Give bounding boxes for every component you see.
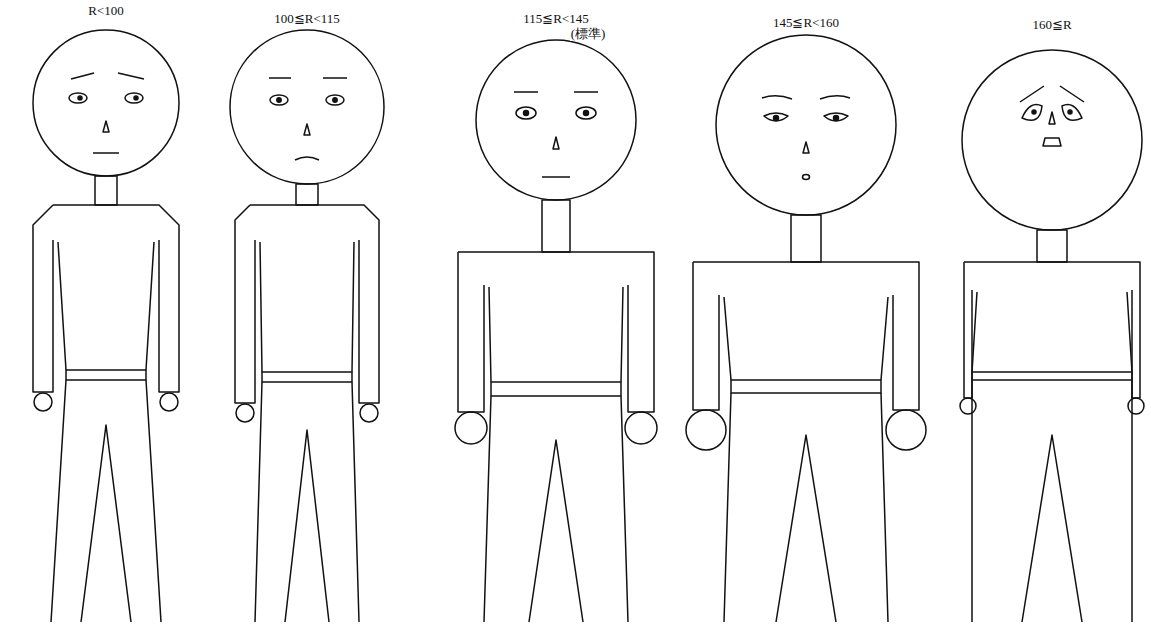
figure-obese	[960, 50, 1144, 622]
range-label: 145≦R<160	[772, 16, 840, 30]
range-label: 100≦R<115	[273, 12, 341, 26]
figure-stout	[686, 35, 926, 622]
range-label: (標準)	[570, 27, 607, 41]
figure-slim	[230, 30, 384, 622]
figure-standard	[455, 40, 657, 622]
range-label: R<100	[87, 4, 125, 18]
figure-thin	[33, 30, 179, 622]
range-label: 160≦R	[1031, 18, 1072, 32]
range-label: 115≦R<145	[522, 12, 590, 26]
